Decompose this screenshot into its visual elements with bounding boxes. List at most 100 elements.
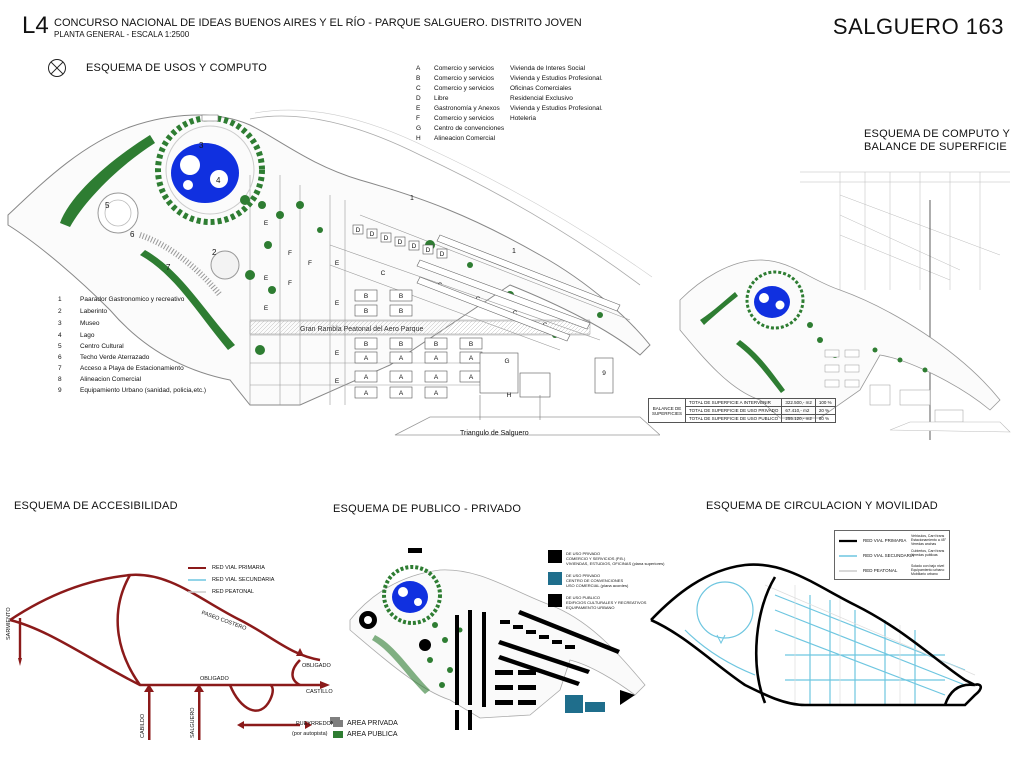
svg-text:D: D	[398, 239, 403, 246]
circ-legend-label: RED VIAL SECUNDARIA	[863, 553, 915, 558]
svg-text:B: B	[364, 293, 368, 300]
svg-text:D: D	[356, 227, 361, 234]
lot-legend-key: E	[416, 105, 421, 112]
street-autopista: (por autopista)	[292, 731, 328, 737]
publico-title: ESQUEMA DE PUBLICO - PRIVADO	[333, 503, 522, 515]
svg-text:F: F	[288, 280, 292, 287]
legend-num: 9	[58, 387, 62, 394]
legend-num: 7	[58, 365, 62, 372]
svg-text:A: A	[364, 390, 369, 397]
lot-legend-use: Comercio y servicios	[434, 65, 494, 72]
street-castillo: CASTILLO	[306, 689, 333, 695]
lot-legend-key: A	[416, 65, 421, 72]
balance-label: BALANCE DE SUPERFICIES	[648, 398, 686, 423]
pp-legend-line: CENTRO DE CONVENCIONES	[566, 578, 624, 583]
master-plan: Gran Rambla Peatonal del Aero Parque 3 4…	[7, 105, 660, 437]
svg-text:A: A	[399, 355, 404, 362]
computo-title-1: ESQUEMA DE COMPUTO Y	[864, 128, 1011, 140]
svg-text:2: 2	[212, 248, 217, 257]
publico-privado-diagram	[349, 548, 646, 730]
acc-legend-pedestrian: RED PEATONAL	[212, 589, 254, 595]
svg-text:A: A	[364, 355, 369, 362]
lot-legend-use: Residencial Exclusivo	[510, 95, 573, 102]
balance-row-pct: 100 %	[814, 398, 836, 407]
svg-text:1: 1	[208, 105, 212, 107]
svg-text:5: 5	[105, 201, 110, 210]
acc-legend-primary: RED VIAL PRIMARIA	[212, 565, 265, 571]
circ-legend-desc: Vehiculos, Carri trans Estacionamiento a…	[911, 534, 947, 546]
circ-legend-desc: Cubiertos, Carri trans Veredas publicas	[911, 549, 945, 557]
street-obligado-center: OBLIGADO	[200, 676, 229, 682]
legend-num: 4	[58, 332, 62, 339]
legend-label: Alineacion Comercial	[80, 376, 142, 383]
svg-text:B: B	[399, 293, 403, 300]
balance-row-pct: 80 %	[814, 414, 836, 423]
circulacion-legend: RED VIAL PRIMARIA RED VIAL SECUNDARIA RE…	[834, 530, 950, 580]
svg-text:B: B	[434, 341, 438, 348]
area-publica-label: AREA PUBLICA	[347, 731, 398, 738]
street-pueyrredon: PUEYRREDON	[296, 721, 335, 727]
svg-text:A: A	[434, 390, 439, 397]
legend-label: Lago	[80, 332, 95, 339]
svg-text:H: H	[507, 392, 512, 399]
computo-title-2: BALANCE DE SUPERFICIE	[864, 141, 1007, 153]
area-privada-label: AREA PRIVADA	[347, 720, 398, 727]
lot-code: L4	[22, 12, 49, 39]
svg-text:E: E	[335, 378, 340, 385]
svg-text:1: 1	[410, 195, 414, 202]
svg-text:C: C	[381, 270, 386, 277]
svg-text:9: 9	[602, 370, 606, 377]
legend-label: Laberinto	[80, 308, 108, 315]
lot-legend-use: Oficinas Comerciales	[510, 85, 572, 92]
lot-legend-use: Comercio y servicios	[434, 115, 494, 122]
street-sarmiento: SARMIENTO	[6, 607, 12, 640]
circulacion-title: ESQUEMA DE CIRCULACION Y MOVILIDAD	[706, 500, 938, 512]
svg-text:E: E	[264, 305, 269, 312]
pp-legend-line: DE USO PUBLICO	[566, 595, 601, 600]
accesibilidad-diagram	[9, 567, 340, 740]
accesibilidad-title: ESQUEMA DE ACCESIBILIDAD	[14, 500, 178, 512]
svg-text:D: D	[412, 243, 417, 250]
area-publica-swatch	[333, 731, 343, 738]
legend-label: Museo	[80, 320, 100, 327]
circ-legend-desc: Solado con bajo nivel Equipamiento urban…	[911, 564, 945, 576]
svg-text:B: B	[399, 308, 403, 315]
svg-text:6: 6	[130, 230, 135, 239]
svg-text:E: E	[335, 350, 340, 357]
balance-row-value: 67.410,- m2	[781, 406, 816, 415]
svg-text:3: 3	[199, 141, 204, 150]
pp-legend-line: USO COMERCIAL (plana acordes)	[566, 583, 629, 588]
lot-legend-use: Vivienda y Estudios Profesional.	[510, 105, 603, 112]
acc-legend-secondary: RED VIAL SECUNDARIA	[212, 577, 275, 583]
usos-title: ESQUEMA DE USOS Y COMPUTO	[86, 62, 268, 74]
svg-text:B: B	[469, 341, 473, 348]
lot-legend-use: Vivienda de Interes Social	[510, 65, 586, 72]
svg-text:1: 1	[512, 248, 516, 255]
project-code: SALGUERO 163	[832, 14, 1004, 39]
lot-legend-key: C	[416, 85, 421, 92]
lot-legend-use: Comercio y servicios	[434, 75, 494, 82]
balance-row-label: TOTAL DE SUPERFICIE DE USO PRIVADO	[684, 406, 783, 415]
svg-text:A: A	[469, 355, 474, 362]
legend-num: 6	[58, 354, 62, 361]
legend-num: 3	[58, 320, 62, 327]
svg-text:7: 7	[166, 263, 171, 272]
lot-legend-key: D	[416, 95, 421, 102]
svg-text:E: E	[264, 220, 269, 227]
svg-text:A: A	[399, 374, 404, 381]
legend-num: 2	[58, 308, 62, 315]
circulacion-diagram	[650, 563, 983, 707]
lot-legend-use: Comercio y servicios	[434, 85, 494, 92]
street-salguero: SALGUERO	[190, 707, 196, 738]
plan-subtitle: PLANTA GENERAL - ESCALA 1:2500	[54, 30, 190, 39]
contest-title: CONCURSO NACIONAL DE IDEAS BUENOS AIRES …	[54, 17, 582, 29]
svg-text:D: D	[370, 231, 375, 238]
lot-legend-key: F	[416, 115, 420, 122]
svg-text:B: B	[399, 341, 403, 348]
circ-legend-label: RED VIAL PRIMARIA	[863, 538, 907, 543]
legend-label: Equipamiento Urbano (sanidad, policia,et…	[80, 387, 207, 394]
lot-legend-use: Hoteleria	[510, 115, 537, 122]
legend-label: Paarador Gastronomico y recreativo	[80, 296, 185, 303]
balance-row-pct: 20 %	[814, 406, 836, 415]
svg-text:G: G	[504, 358, 509, 365]
